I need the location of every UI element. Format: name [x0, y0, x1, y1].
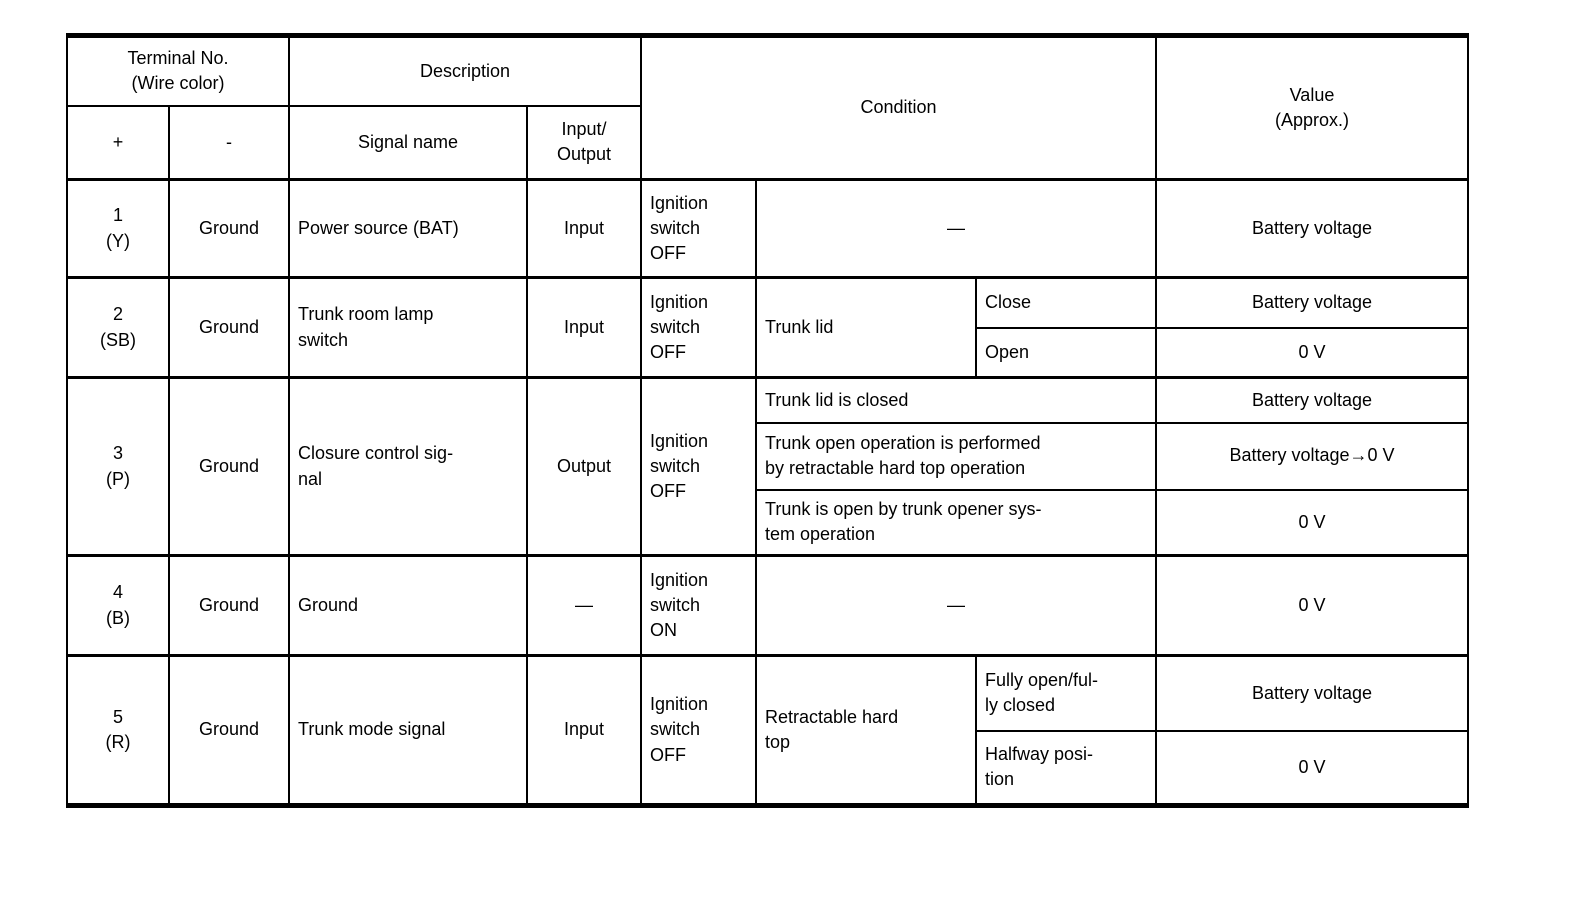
cell-ignition-condition: Ignition switch OFF — [640, 276, 757, 379]
cell-ground: Ground — [168, 276, 290, 379]
cell-condition: Open — [975, 326, 1157, 379]
cell-signal-name: Trunk mode signal — [288, 654, 528, 807]
header-row-top: Terminal No. (Wire color) Description Co… — [66, 34, 1469, 181]
row-terminal-3: 3 (P) Ground Closure control sig- nal Ou… — [66, 376, 1469, 557]
header-description: Description — [288, 34, 642, 107]
row-terminal-1: 1 (Y) Ground Power source (BAT) Input Ig… — [66, 178, 1469, 279]
cell-condition-group: Retractable hard top — [755, 654, 977, 807]
cell-ignition-condition: Ignition switch OFF — [640, 654, 757, 807]
cell-value: 0 V — [1155, 554, 1469, 657]
header-row-sub: + - Signal name Input/ Output — [66, 104, 1468, 181]
cell-input-output: Input — [526, 178, 642, 279]
cell-ground: Ground — [168, 554, 290, 657]
cell-condition: Trunk is open by trunk opener sys- tem o… — [755, 488, 1157, 557]
header-signal-name: Signal name — [288, 104, 528, 181]
cell-input-output: Output — [526, 376, 642, 557]
cell-value: Battery voltage→0 V — [1155, 421, 1469, 491]
cell-ignition-condition: Ignition switch OFF — [640, 178, 757, 279]
row-terminal-2: 2 (SB) Ground Trunk room lamp switch Inp… — [66, 276, 1469, 379]
row-terminal-4: 4 (B) Ground Ground — Ignition switch ON… — [66, 554, 1469, 657]
header-value: Value (Approx.) — [1155, 34, 1469, 181]
cell-value: Battery voltage — [1155, 178, 1469, 279]
cell-input-output: Input — [526, 654, 642, 807]
cell-condition: — — [755, 178, 1157, 279]
cell-terminal: 3 (P) — [66, 376, 170, 557]
cell-terminal: 2 (SB) — [66, 276, 170, 379]
row-terminal-5: 5 (R) Ground Trunk mode signal Input Ign… — [66, 654, 1469, 807]
cell-input-output: — — [526, 554, 642, 657]
cell-ground: Ground — [168, 178, 290, 279]
cell-signal-name: Ground — [288, 554, 528, 657]
cell-ground: Ground — [168, 376, 290, 557]
cell-condition: Trunk open operation is performed by ret… — [755, 421, 1157, 491]
cell-ground: Ground — [168, 654, 290, 807]
cell-value: Battery voltage — [1155, 276, 1469, 329]
cell-signal-name: Trunk room lamp switch — [288, 276, 528, 379]
header-condition: Condition — [640, 34, 1157, 181]
cell-value: 0 V — [1155, 488, 1469, 557]
cell-value: Battery voltage — [1155, 654, 1469, 732]
row-terminal-2-sub: Open 0 V — [67, 326, 1469, 379]
terminal-reference-table: Terminal No. (Wire color) Description Co… — [66, 33, 1469, 808]
row-terminal-3-sub: Trunk is open by trunk opener sys- tem o… — [67, 488, 1469, 557]
cell-terminal: 5 (R) — [66, 654, 170, 807]
header-minus: - — [168, 104, 290, 181]
cell-signal-name: Closure control sig- nal — [288, 376, 528, 557]
header-terminal-no: Terminal No. (Wire color) — [66, 34, 290, 107]
cell-condition: Fully open/ful- ly closed — [975, 654, 1157, 732]
cell-condition: — — [755, 554, 1157, 657]
cell-condition: Halfway posi- tion — [975, 729, 1157, 807]
header-plus: + — [66, 104, 170, 181]
cell-value: 0 V — [1155, 729, 1469, 807]
cell-ignition-condition: Ignition switch OFF — [640, 376, 757, 557]
cell-condition: Close — [975, 276, 1157, 329]
cell-signal-name: Power source (BAT) — [288, 178, 528, 279]
cell-condition-group: Trunk lid — [755, 276, 977, 379]
cell-terminal: 4 (B) — [66, 554, 170, 657]
cell-terminal: 1 (Y) — [66, 178, 170, 279]
header-input-output: Input/ Output — [526, 104, 642, 181]
row-terminal-3-sub: Trunk open operation is performed by ret… — [67, 421, 1469, 491]
cell-value: Battery voltage — [1155, 376, 1469, 424]
cell-input-output: Input — [526, 276, 642, 379]
cell-condition: Trunk lid is closed — [755, 376, 1157, 424]
cell-ignition-condition: Ignition switch ON — [640, 554, 757, 657]
row-terminal-5-sub: Halfway posi- tion 0 V — [67, 729, 1469, 807]
cell-value: 0 V — [1155, 326, 1469, 379]
